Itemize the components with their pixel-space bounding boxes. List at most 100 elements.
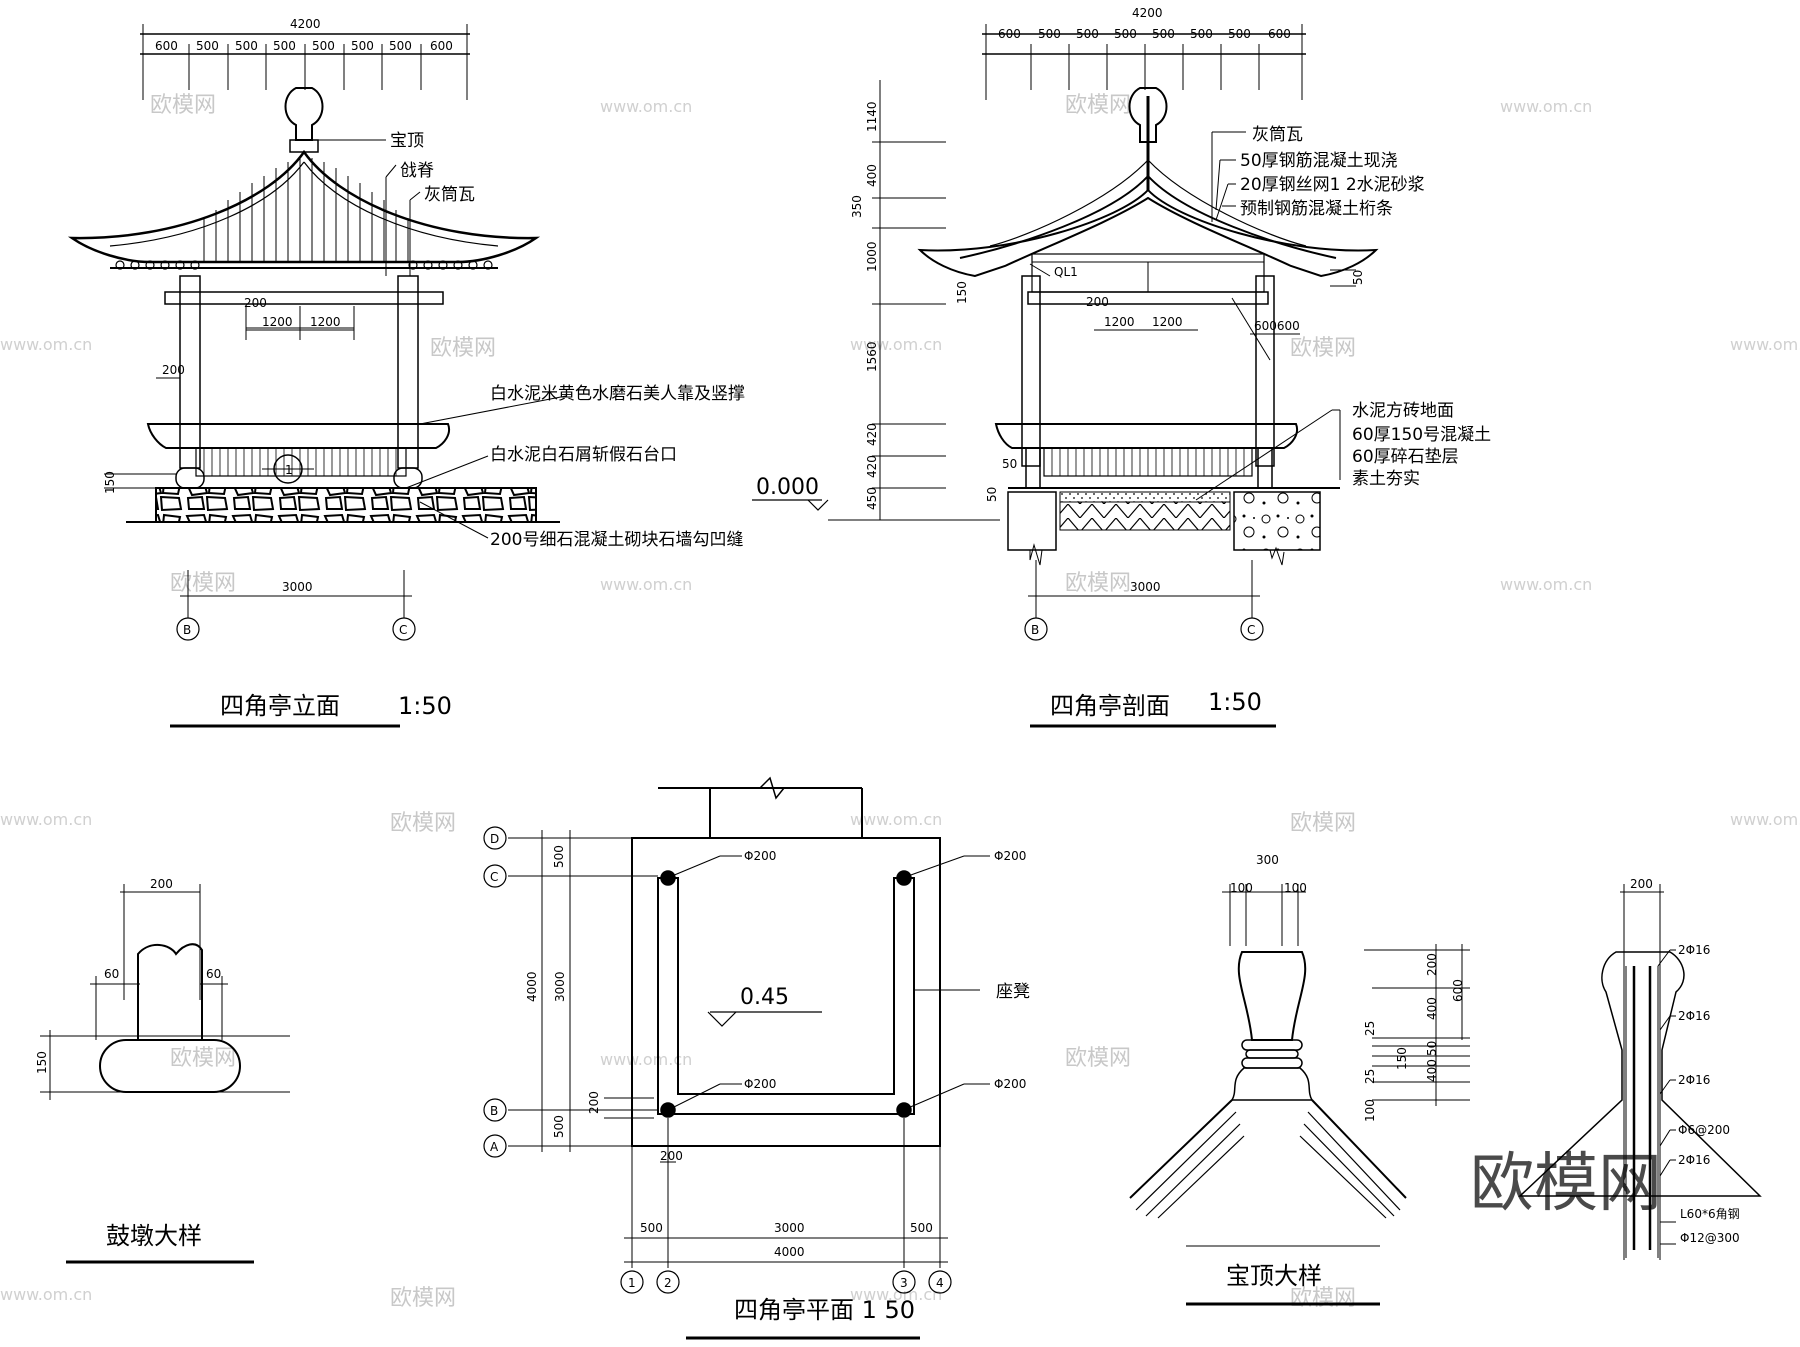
dim-600600: 600600 <box>1254 319 1300 333</box>
height-dim: 420 <box>865 455 879 478</box>
drum-text: 200 60 60 150 鼓墩大样 <box>35 877 221 1250</box>
floor-layer-label: 水泥方砖地面 <box>1352 401 1454 421</box>
label-plinth: 白水泥白石屑斩假石台口 <box>490 445 677 465</box>
eave-tile-ends <box>115 260 493 270</box>
segment-dim: 500 <box>1038 27 1061 41</box>
dim-50: 50 <box>985 487 999 502</box>
elevation-drawing <box>67 24 567 728</box>
seat-label: 座凳 <box>996 982 1030 1002</box>
watermark-url: www.om.cn <box>0 335 92 354</box>
floor-layer-label: 60厚150号混凝土 <box>1352 425 1491 445</box>
axis-d: D <box>490 832 499 846</box>
watermark-url: www.om.cn <box>850 335 942 354</box>
watermark-url: www.om.cn <box>1500 97 1592 116</box>
floor-layer-label: 素土夯实 <box>1352 469 1420 489</box>
rebar-label: 2Φ16 <box>1678 1153 1710 1167</box>
plan-dim-inner: 3000 <box>553 971 567 1002</box>
elevation-segments: 600 500 500 500 500 500 500 600 <box>155 39 453 53</box>
dim-50: 50 <box>1351 270 1365 285</box>
segment-dim: 500 <box>1190 27 1213 41</box>
axis-c: C <box>490 870 498 884</box>
axis-1: 1 <box>628 1276 636 1290</box>
roof-layer-label: 预制钢筋混凝土桁条 <box>1240 199 1393 219</box>
axis-b: B <box>183 623 191 637</box>
finial-stack-total: 600 <box>1451 979 1465 1002</box>
finial-text: 300 100 100 200 400 25 50 150 25 400 100… <box>1226 853 1740 1290</box>
finial-dim-right: 100 <box>1284 881 1307 895</box>
height-dim: 400 <box>865 164 879 187</box>
axis-c: C <box>399 623 407 637</box>
dim-1200: 1200 <box>1152 315 1183 329</box>
dim-1200: 1200 <box>262 315 293 329</box>
rebar-label: 2Φ16 <box>1678 1073 1710 1087</box>
watermark-url: www.om.cn <box>600 1050 692 1069</box>
segment-dim: 500 <box>1152 27 1175 41</box>
watermark-url: www.om.cn <box>1730 810 1800 829</box>
segment-dim: 500 <box>312 39 335 53</box>
beam-label: QL1 <box>1054 265 1078 279</box>
axis-4: 4 <box>936 1276 944 1290</box>
section-heights: 1140 400 350 1000 1560 420 420 450 <box>850 101 879 510</box>
plan-dim-bottom: 500 <box>910 1221 933 1235</box>
drum-dim-top: 200 <box>150 877 173 891</box>
plan-text: D C B A 1 2 3 4 Φ200 Φ200 Φ200 Φ200 座凳 0… <box>490 832 1030 1324</box>
axis-b: B <box>490 1104 498 1118</box>
watermark-url: www.om.cn <box>850 1285 942 1304</box>
column-label: Φ200 <box>994 849 1026 863</box>
finial-title: 宝顶大样 <box>1226 1262 1322 1290</box>
plan-dim-200: 200 <box>660 1149 683 1163</box>
drum-dim-right: 60 <box>206 967 221 981</box>
watermark-text: 欧模网 <box>150 93 216 118</box>
callout-number: 1 <box>285 463 293 477</box>
label-wall: 200号细石混凝土砌块石墙勾凹缝 <box>490 530 743 550</box>
segment-dim: 500 <box>1076 27 1099 41</box>
watermark-layer: 欧模网 www.om.cn 欧模网 www.om.cn www.om.cn 欧模… <box>0 93 1800 1311</box>
axis-2: 2 <box>664 1276 672 1290</box>
column-label: Φ200 <box>744 849 776 863</box>
label-finial: 宝顶 <box>390 131 424 151</box>
level-0000: 0.000 <box>756 475 819 500</box>
watermark-text: 欧模网 <box>1065 571 1131 596</box>
finial-stack-dim: 100 <box>1363 1099 1377 1122</box>
elevation-text: 4200 600 500 500 500 500 500 500 600 宝顶 … <box>103 17 745 720</box>
dim-1200: 1200 <box>310 315 341 329</box>
section-drawing <box>752 24 1379 728</box>
elevation-scale: 1:50 <box>398 692 452 720</box>
segment-dim: 500 <box>351 39 374 53</box>
segment-dim: 600 <box>1268 27 1291 41</box>
elevation-title: 四角亭立面 <box>220 692 340 720</box>
height-dim: 1560 <box>865 341 879 372</box>
segment-dim: 600 <box>155 39 178 53</box>
section-text: 4200 600 500 500 500 500 500 500 600 114… <box>756 6 1491 720</box>
plan-title: 四角亭平面 1 50 <box>734 1296 915 1324</box>
segment-dim: 500 <box>196 39 219 53</box>
drum-detail <box>40 884 290 1264</box>
plan-dim-bottom-total: 4000 <box>774 1245 805 1259</box>
height-dim: 1000 <box>865 241 879 272</box>
watermark-url: www.om.cn <box>600 575 692 594</box>
watermark-stamp: 欧模网 <box>1470 1147 1662 1221</box>
watermark-text: 欧模网 <box>390 1286 456 1311</box>
dim-50: 50 <box>1002 457 1017 471</box>
dim-span: 3000 <box>1130 580 1161 594</box>
rebar-label: Φ12@300 <box>1680 1231 1740 1245</box>
rebar-label: L60*6角钢 <box>1680 1207 1740 1221</box>
roof-tile-lines <box>203 158 409 262</box>
segment-dim: 500 <box>235 39 258 53</box>
column-label: Φ200 <box>744 1077 776 1091</box>
finial-stack-dim: 200 <box>1425 953 1439 976</box>
finial-stack-dim: 25 <box>1363 1069 1377 1084</box>
label-tile: 灰筒瓦 <box>424 185 475 205</box>
finial-detail <box>1129 884 1762 1306</box>
plan-dim-200: 200 <box>587 1091 601 1114</box>
drum-title: 鼓墩大样 <box>106 1222 202 1250</box>
finial-dim-width: 300 <box>1256 853 1279 867</box>
finial-stack-dim: 25 <box>1363 1021 1377 1036</box>
height-dim: 1140 <box>865 101 879 132</box>
column-label: Φ200 <box>994 1077 1026 1091</box>
segment-dim: 500 <box>273 39 296 53</box>
watermark-url: www.om.cn <box>0 810 92 829</box>
roof-layer-label: 20厚钢丝网1 2水泥砂浆 <box>1240 175 1425 195</box>
watermark-text: 欧模网 <box>1065 1046 1131 1071</box>
elevation-total-width: 4200 <box>290 17 321 31</box>
